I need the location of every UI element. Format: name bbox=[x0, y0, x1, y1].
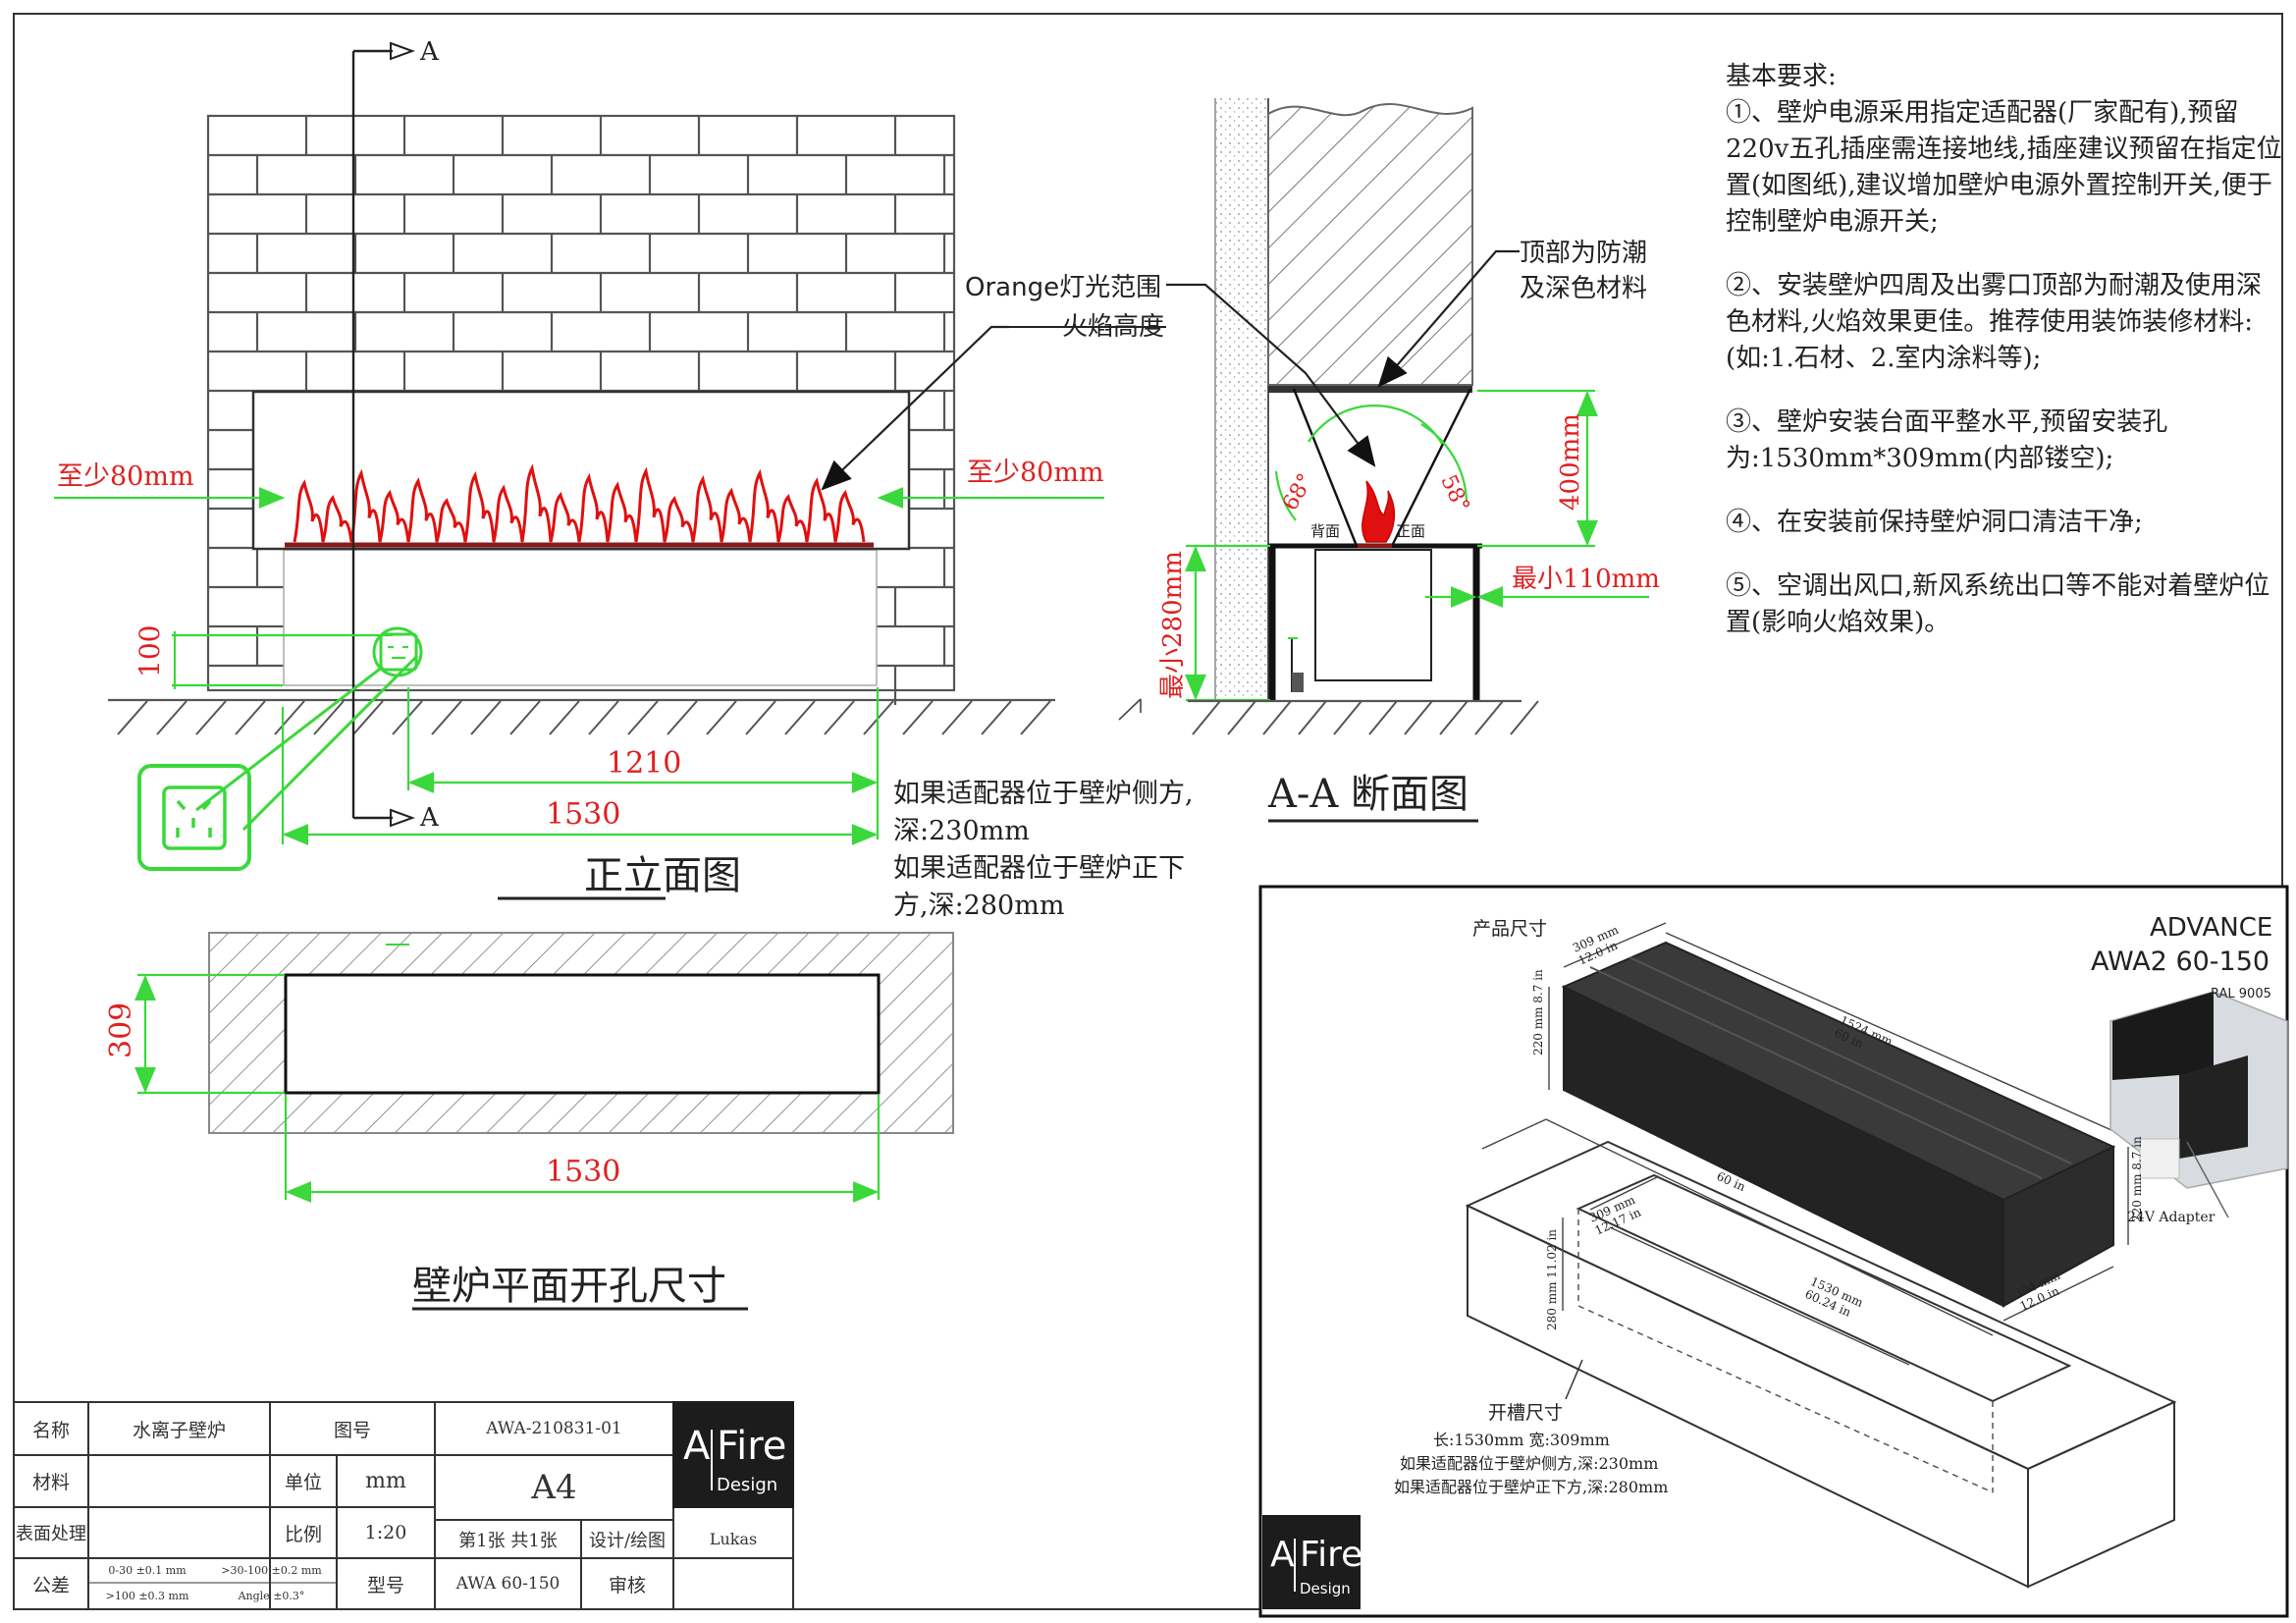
callout-flame-height: 火焰高度 bbox=[1062, 312, 1165, 342]
front-view: 正立面图 bbox=[54, 41, 1166, 900]
dim-inner-width: 1210 bbox=[607, 746, 682, 781]
dim-slot-height: 280 mm 11.02 in bbox=[1545, 1228, 1559, 1330]
tb-scale-value: 1:20 bbox=[364, 1522, 407, 1543]
dim-outer-width: 1530 bbox=[546, 797, 621, 832]
tb-review-label: 审核 bbox=[608, 1574, 646, 1596]
tb-drawing-no-label: 图号 bbox=[333, 1419, 371, 1441]
dim-height: 220 mm 8.7 in bbox=[1531, 969, 1545, 1055]
tb-design-label: 设计/绘图 bbox=[588, 1530, 667, 1551]
tb-tol-3: >100 ±0.3 mm bbox=[105, 1590, 189, 1602]
title-block-logo: A Fire Design bbox=[673, 1402, 793, 1507]
adapter-note: 如果适配器位于壁炉侧方, 深:230mm 如果适配器位于壁炉正下 方,深:280… bbox=[893, 779, 1194, 921]
requirements-text: 基本要求: ①、壁炉电源采用指定适配器(厂家配有),预留220v五孔插座需连接地… bbox=[1726, 59, 2285, 669]
dim-min-side: 最小110mm bbox=[1512, 565, 1660, 594]
dim-height-right: 220 mm 8.7 in bbox=[2130, 1136, 2144, 1222]
requirement-3: ③、壁炉安装台面平整水平,预留安装孔为:1530mm*309mm(内部镂空); bbox=[1726, 407, 2168, 473]
ral-label: RAL 9005 bbox=[2211, 987, 2271, 1001]
brand-line-2: AWA2 60-150 bbox=[2091, 947, 2270, 977]
tb-paper-size: A4 bbox=[531, 1468, 577, 1507]
brand-line-1: ADVANCE bbox=[2150, 913, 2273, 943]
dim-plan-depth: 309 bbox=[104, 1001, 138, 1058]
tb-tol-2: >30-100 ±0.2 mm bbox=[221, 1564, 322, 1577]
front-label: 正面 bbox=[1396, 522, 1426, 540]
requirement-2: ②、安装壁炉四周及出雾口顶部为耐潮及使用深色材料,火焰效果更佳。推荐使用装饰装修… bbox=[1726, 271, 2263, 373]
section-marker-top: A bbox=[420, 37, 439, 67]
requirement-1: ①、壁炉电源采用指定适配器(厂家配有),预留220v五孔插座需连接地线,插座建议… bbox=[1726, 98, 2282, 237]
tb-tol-4: Angle ±0.3° bbox=[238, 1590, 305, 1602]
dim-left-clearance: 至少80mm bbox=[57, 461, 194, 492]
section-marker-bottom: A bbox=[420, 803, 439, 833]
requirement-5: ⑤、空调出风口,新风系统出口等不能对着壁炉位置(影响火焰效果)。 bbox=[1726, 571, 2270, 637]
product-panel bbox=[1258, 885, 2289, 1618]
tb-tol-1: 0-30 ±0.1 mm bbox=[108, 1564, 187, 1577]
tb-material-label: 材料 bbox=[31, 1472, 70, 1493]
plan-view: 壁炉平面开孔尺寸 bbox=[134, 932, 954, 1311]
adapter-label: 24V Adapter bbox=[2127, 1210, 2216, 1225]
tb-tolerance-label: 公差 bbox=[31, 1574, 70, 1596]
product-size-label: 产品尺寸 bbox=[1472, 918, 1548, 940]
slot-title: 开槽尺寸 bbox=[1488, 1402, 1564, 1424]
tb-model-label: 型号 bbox=[366, 1574, 404, 1596]
dim-min-depth: 最小280mm bbox=[1158, 551, 1188, 699]
section-view-title: A-A 断面图 bbox=[1267, 772, 1468, 817]
tb-unit-label: 单位 bbox=[284, 1472, 322, 1493]
tb-name-value: 水离子壁炉 bbox=[132, 1419, 226, 1441]
front-view-title: 正立面图 bbox=[584, 853, 741, 898]
dim-right-clearance: 至少80mm bbox=[967, 458, 1104, 488]
tb-unit-value: mm bbox=[365, 1469, 406, 1493]
plan-view-title: 壁炉平面开孔尺寸 bbox=[412, 1264, 726, 1309]
panel-logo: A Fire Design bbox=[1262, 1515, 1362, 1609]
tb-scale-label: 比例 bbox=[284, 1523, 322, 1545]
tb-drawing-no: AWA-210831-01 bbox=[486, 1419, 622, 1438]
dim-section-height: 400mm bbox=[1556, 413, 1585, 511]
tb-sheet: 第1张 共1张 bbox=[458, 1530, 558, 1551]
callout-top-material: 顶部为防潮 及深色材料 bbox=[1520, 239, 1648, 303]
callout-light-range: Orange灯光范围 bbox=[965, 273, 1162, 302]
requirement-4: ④、在安装前保持壁炉洞口清洁干净; bbox=[1726, 508, 2143, 537]
slot-notes: 长:1530mm 宽:309mm 如果适配器位于壁炉侧方,深:230mm 如果适… bbox=[1394, 1431, 1669, 1496]
tb-surface-label: 表面处理 bbox=[16, 1524, 86, 1544]
tb-model-value: AWA 60-150 bbox=[455, 1574, 561, 1594]
dim-plan-width: 1530 bbox=[546, 1155, 621, 1189]
back-label: 背面 bbox=[1310, 522, 1341, 540]
dim-socket-height: 100 bbox=[133, 624, 166, 677]
requirements-heading: 基本要求: bbox=[1726, 62, 1837, 91]
tb-designer: Lukas bbox=[709, 1530, 758, 1548]
tb-name-label: 名称 bbox=[31, 1419, 70, 1441]
section-view: A-A 断面图 bbox=[1118, 98, 1649, 823]
